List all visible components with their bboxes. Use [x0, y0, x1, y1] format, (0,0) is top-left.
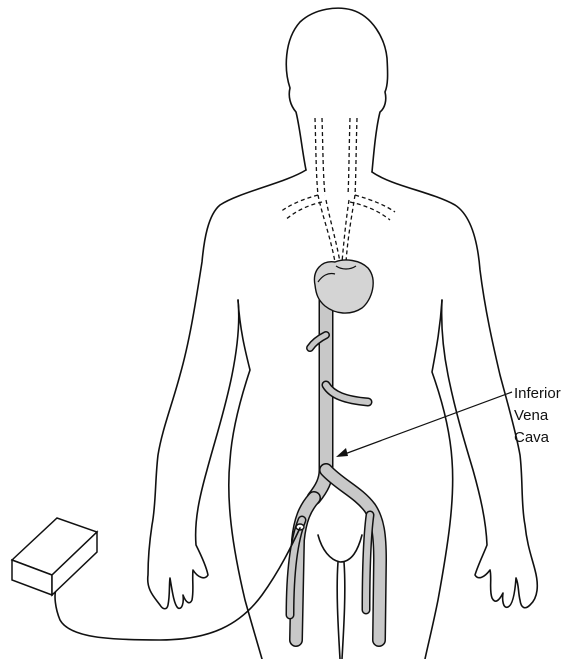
left-arm-outline	[148, 170, 306, 609]
inferior-vena-cava	[290, 300, 380, 640]
right-torso-outline	[425, 300, 453, 659]
human-body-outline	[148, 8, 538, 659]
label-cava: Cava	[514, 429, 550, 446]
neck-veins-dashed	[280, 118, 395, 262]
label-inferior: Inferior	[514, 385, 561, 402]
right-arm-outline	[372, 172, 537, 608]
label-vena: Vena	[514, 407, 549, 424]
inner-leg-outline	[318, 535, 362, 562]
left-torso-outline	[229, 300, 262, 659]
heart	[314, 260, 373, 313]
external-device-box	[12, 518, 97, 595]
left-inner-leg	[337, 562, 340, 659]
right-inner-leg	[342, 562, 345, 659]
head-outline	[286, 8, 387, 172]
